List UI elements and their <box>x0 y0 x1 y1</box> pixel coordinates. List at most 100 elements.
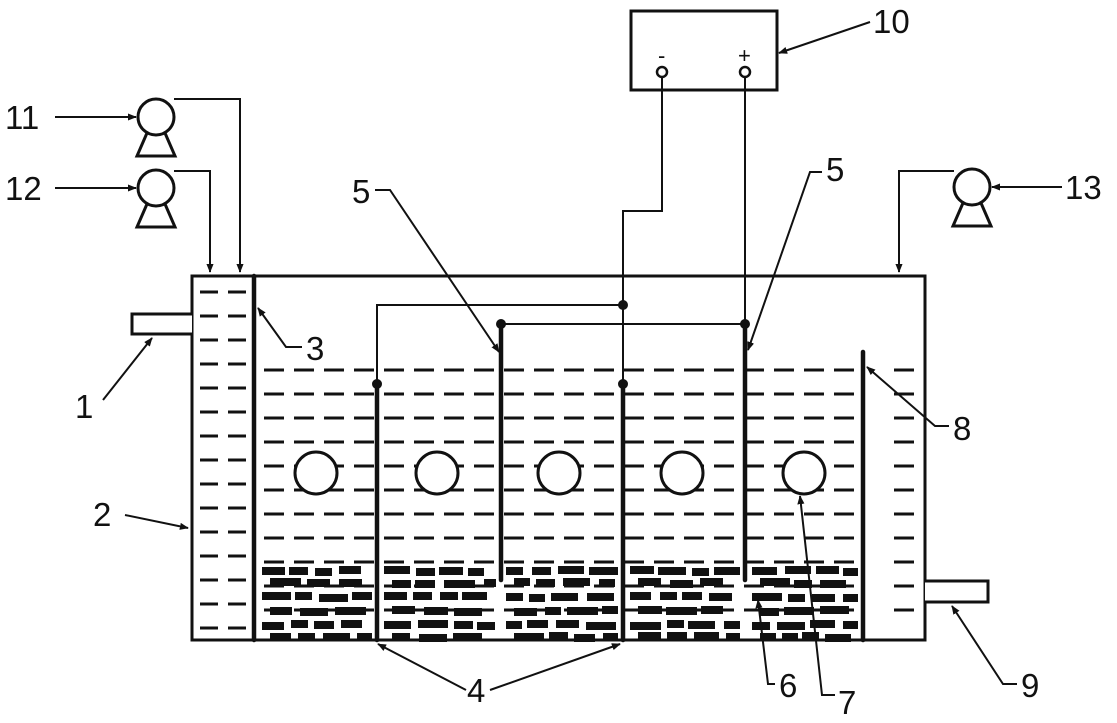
leader-5b <box>747 171 822 351</box>
sediment-chunk <box>440 592 458 600</box>
tank <box>190 274 927 642</box>
label-4: 4 <box>467 672 485 709</box>
sediment-chunk <box>777 622 805 630</box>
inlet-pipe <box>130 312 192 336</box>
sediment-chunk <box>270 578 301 586</box>
sediment-chunk <box>802 632 819 640</box>
leader-7 <box>797 495 835 696</box>
sediment-chunk <box>701 606 723 614</box>
sediment-chunk <box>323 633 350 641</box>
pump-13 <box>950 167 994 228</box>
negative-sign: - <box>658 43 665 68</box>
sediment-chunk <box>392 606 415 614</box>
sediment-chunk <box>413 592 432 600</box>
leader-9 <box>951 605 1017 685</box>
particle <box>781 450 827 496</box>
power-supply: - + <box>629 9 779 92</box>
sediment-chunk <box>667 632 687 640</box>
leader-5a <box>375 189 500 353</box>
sediment-chunk <box>563 578 590 586</box>
sediment-chunk <box>415 580 435 588</box>
sediment-chunk <box>810 620 835 628</box>
sediment-chunk <box>785 566 811 574</box>
leader-4a <box>377 643 467 691</box>
sediment-chunk <box>682 592 702 600</box>
sediment-chunk <box>314 621 334 629</box>
pipes <box>130 312 990 604</box>
sediment-chunk <box>602 606 618 614</box>
label-5-left: 5 <box>352 173 370 210</box>
sediment-chunk <box>549 632 568 640</box>
particle <box>414 450 460 496</box>
sediment-chunk <box>506 567 523 575</box>
junction-dot <box>372 379 382 389</box>
pump-12 <box>134 168 178 229</box>
sediment-chunk <box>843 594 858 602</box>
sediment-chunk <box>692 568 709 576</box>
sediment-chunk <box>551 593 578 601</box>
sediment-chunk <box>603 633 618 641</box>
sediment-chunk <box>262 567 285 575</box>
label-7: 7 <box>838 684 856 721</box>
sediment-chunk <box>289 567 308 575</box>
sediment-chunk <box>424 607 448 615</box>
sediment-chunk <box>638 632 661 640</box>
sediment-chunk <box>784 607 814 615</box>
label-3: 3 <box>306 330 324 367</box>
pump-icon <box>136 168 176 208</box>
sediment-chunk <box>357 633 372 641</box>
sediment-chunk <box>820 580 846 588</box>
leader-1 <box>102 337 153 401</box>
feed-line-13 <box>895 170 954 273</box>
sediment-chunk <box>532 567 551 575</box>
sediment-chunk <box>714 567 740 575</box>
label-8: 8 <box>953 410 971 447</box>
label-11: 11 <box>5 99 39 136</box>
sediment-chunk <box>418 620 448 628</box>
sediment-chunk <box>558 566 584 574</box>
particle <box>659 450 705 496</box>
sediment-chunk <box>760 608 779 616</box>
pump-base-icon <box>950 202 994 228</box>
pump-base-icon <box>134 132 178 158</box>
sediment-chunk <box>536 579 555 587</box>
sediment-chunk <box>477 622 495 630</box>
sediment-chunk <box>589 567 618 575</box>
feed-line-12 <box>174 170 214 273</box>
sediment-chunk <box>384 621 411 629</box>
feed-line-11 <box>174 98 244 273</box>
sediment-chunk <box>384 566 410 574</box>
sediment-chunk <box>667 620 684 628</box>
sediment-chunk <box>270 607 292 615</box>
sediment-chunk <box>514 633 544 641</box>
sediment-chunk <box>484 579 496 587</box>
sediment-chunk <box>262 622 284 630</box>
leader-8 <box>866 366 949 427</box>
sediment-chunk <box>825 634 851 642</box>
positive-sign: + <box>738 43 751 68</box>
sediment-chunk <box>527 620 548 628</box>
sediment-chunk <box>812 594 835 602</box>
pump-icon <box>952 167 992 207</box>
sediment-chunk <box>506 593 523 601</box>
sediment-chunk <box>843 568 858 576</box>
particle <box>293 450 339 496</box>
sediment-layer <box>262 566 858 642</box>
sediment-chunk <box>298 633 315 641</box>
sediment-chunk <box>315 568 332 576</box>
label-13: 13 <box>1065 169 1102 206</box>
leader-6 <box>755 599 775 685</box>
label-6: 6 <box>779 667 797 704</box>
sediment-chunk <box>339 566 361 574</box>
sediment-chunk <box>444 580 475 588</box>
junction-dot <box>740 319 750 329</box>
leader-2 <box>124 514 189 530</box>
sediment-chunk <box>724 621 740 629</box>
sediment-chunk <box>339 579 362 587</box>
pump-11 <box>134 97 178 158</box>
sediment-chunk <box>666 607 697 615</box>
sediment-chunk <box>341 620 362 628</box>
pumps <box>134 97 994 229</box>
particle <box>536 450 582 496</box>
